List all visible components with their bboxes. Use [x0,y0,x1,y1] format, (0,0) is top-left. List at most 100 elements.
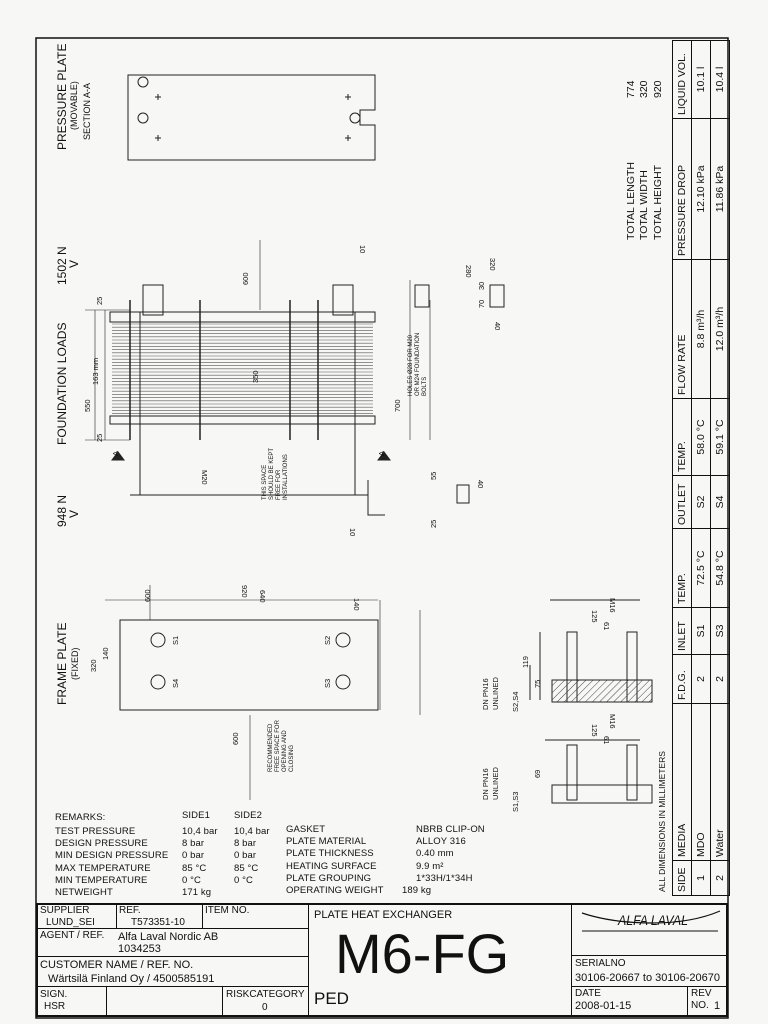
port-label: S3 [323,679,332,688]
cell: Water [710,703,730,861]
dim-label: 550 [83,399,92,412]
frame-plate-view [105,585,421,800]
customer-label: CUSTOMER NAME / REF. NO. [40,959,194,971]
dim-label: 600 [143,589,152,602]
supplier-value: LUND_SEI [46,917,95,928]
header-cell: INLET [672,607,692,655]
header-cell: FLOW RATE [672,259,692,399]
dim-label: 25 [429,520,438,528]
table-row: 2 Water 2 S3 54.8 °C S4 59.1 °C 12.0 m³/… [710,40,730,896]
customer-value: Wärtsilä Finland Oy / 4500585191 [48,973,215,985]
logo-cell: ALFA LAVAL [571,904,727,956]
total-length-label: TOTAL LENGTH [625,162,637,240]
port-label: S2 [323,636,332,645]
item-no-label: ITEM NO. [205,905,250,916]
dim-label: M20 [200,470,209,485]
connection-note: DN PN16 [481,678,490,710]
cell: S4 [710,475,730,529]
model-name: M6-FG [335,922,510,985]
spec-value: 189 kg [402,885,432,896]
customer-cell: CUSTOMER NAME / REF. NO. Wärtsilä Finlan… [37,956,309,987]
dim-label: 140 [101,647,110,660]
product-cell: PLATE HEAT EXCHANGER M6-FG PED [308,904,572,1016]
pressure-plate-title: PRESSURE PLATE [55,44,69,150]
cell: MDO [691,703,711,861]
remark-side2-value: 10,4 bar [234,826,270,837]
side1-header: SIDE1 [182,810,210,821]
rev-no-label: NO. [691,1000,709,1011]
side2-header: SIDE2 [234,810,262,821]
spec-value: ALLOY 316 [416,836,466,848]
dim-label: 640 [258,590,267,603]
foundation-load-bottom: 948 N [55,495,69,527]
free-space-note: THIS SPACE SHOULD BE KEPT FREE FOR INSTA… [262,448,289,500]
cell: S2 [691,475,711,529]
ref-value: T573351-10 [131,917,185,928]
dim-label: 125 [590,724,599,737]
risk-label: RISKCATEGORY [226,989,305,1000]
sign-label: SIGN. [40,989,68,1000]
supplier-label: SUPPLIER [40,905,90,916]
supplier-cell: SUPPLIER LUND_SEI [37,904,117,929]
dim-label: 25 [95,434,104,442]
total-width-label: TOTAL WIDTH [638,170,650,240]
remark-label: MAX TEMPERATURE [55,862,151,874]
connection-note: S1,S3 [511,792,520,812]
frame-plate-title: FRAME PLATE [55,623,69,705]
remarks-label: REMARKS: [55,812,106,823]
all-dimensions-note: ALL DIMENSIONS IN MILLIMETERS [657,751,667,892]
serial-label: SERIALNO [575,958,626,969]
remark-label: MIN TEMPERATURE [55,874,148,886]
cell: 2 [710,860,730,896]
spec-label: PLATE GROUPING [286,872,372,884]
item-no-cell: ITEM NO. [202,904,309,929]
dim-label: 125 [590,610,599,623]
pressure-plate-sub2: SECTION A-A [82,83,92,140]
spec-label: PLATE THICKNESS [286,848,374,860]
port-label: S4 [171,679,180,688]
cell: S3 [710,607,730,655]
dim-label: 40 [493,322,502,330]
connection-note: DN PN16 [481,768,490,800]
dim-label: 119 [521,656,530,668]
rev-label: REV [691,988,712,999]
rev-value: 1 [714,1000,721,1012]
cell: 11.86 kPa [710,118,730,260]
alfa-laval-logo: ALFA LAVAL [581,910,721,932]
dim-label: 700 [393,399,402,412]
remark-label: MIN DESIGN PRESSURE [55,850,169,862]
sign-value: HSR [44,1001,66,1012]
agent-label: AGENT / REF. [40,930,105,941]
dim-label: 61 [602,736,611,744]
connection-note: UNLINED [491,676,500,710]
dim-label: 10 [348,528,357,536]
dim-label: 40 [476,480,485,488]
media-table: SIDE MEDIA F.D.G. INLET TEMP. OUTLET TEM… [672,40,730,896]
port-label: S1 [171,636,180,645]
spec-label: OPERATING WEIGHT [286,885,384,896]
serial-cell: SERIALNO 30106-20667 to 30106-20670 [571,955,727,987]
ref-label: REF. [119,905,141,916]
dim-label: 920 [240,585,249,598]
dim-label: 30 [477,282,486,290]
header-cell: PRESSURE DROP [672,118,692,260]
spec-value: NBRB CLIP-ON [416,824,485,835]
date-label: DATE [575,988,601,999]
cell: 2 [710,654,730,704]
foundation-loads-title: FOUNDATION LOADS [55,323,69,445]
connection-note: UNLINED [491,766,500,800]
dim-label: 75 [533,680,542,688]
dim-label: 61 [602,622,611,630]
ref-cell: REF. T573351-10 [116,904,203,929]
dim-label: 10 [358,245,367,253]
remark-side1-value: 171 kg [182,887,212,898]
cell: 8.8 m³/h [691,259,711,399]
cell: 54.8 °C [710,528,730,608]
header-cell: TEMP. [672,528,692,608]
side-elevation-view [85,240,505,516]
spec-label: HEATING SURFACE [286,860,377,872]
ped-label: PED [314,989,349,1008]
blank-cell [106,986,223,1016]
spec-label: PLATE MATERIAL [286,836,367,848]
